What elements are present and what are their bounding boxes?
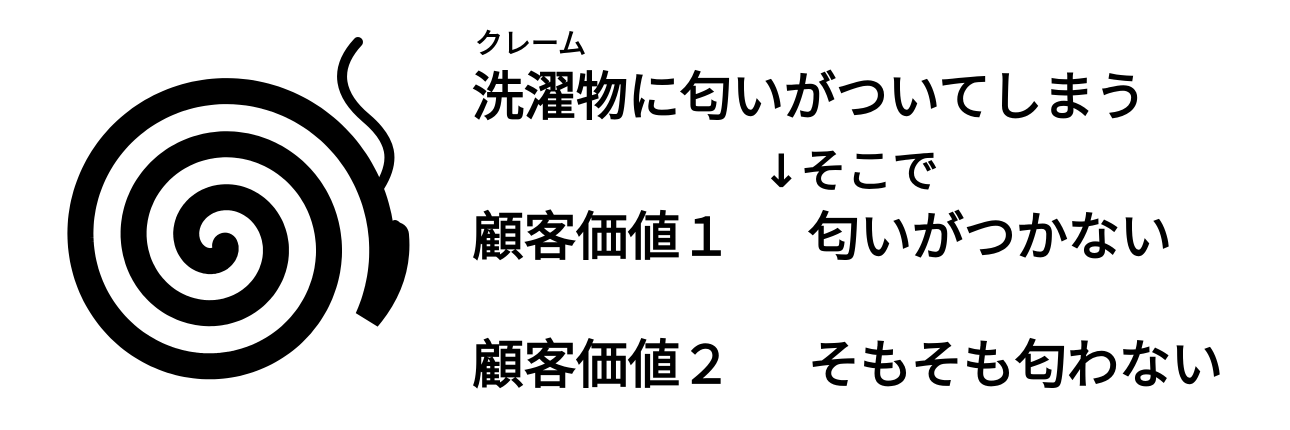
customer-value-label: 顧客価値１ [472,208,733,268]
mosquito-coil-svg [67,37,410,380]
customer-value-row-2: 顧客価値２ そもそも匂わない [472,340,1223,392]
complaint-text: 洗濯物に匂いがついてしまう [472,68,1147,128]
customer-value-text: 匂いがつかない [808,208,1173,268]
coil-tip [388,220,404,240]
customer-value-row-1: 顧客価値１ 匂いがつかない [472,212,1172,264]
coil-spiral [67,78,410,380]
smoke-wisp [337,37,395,191]
customer-value-text: そもそも匂わない [808,336,1223,396]
transition-text: ↓そこで [762,144,939,198]
mosquito-coil-icon [40,30,440,410]
complaint-label: クレーム [475,27,587,60]
customer-value-label: 顧客価値２ [472,336,733,396]
